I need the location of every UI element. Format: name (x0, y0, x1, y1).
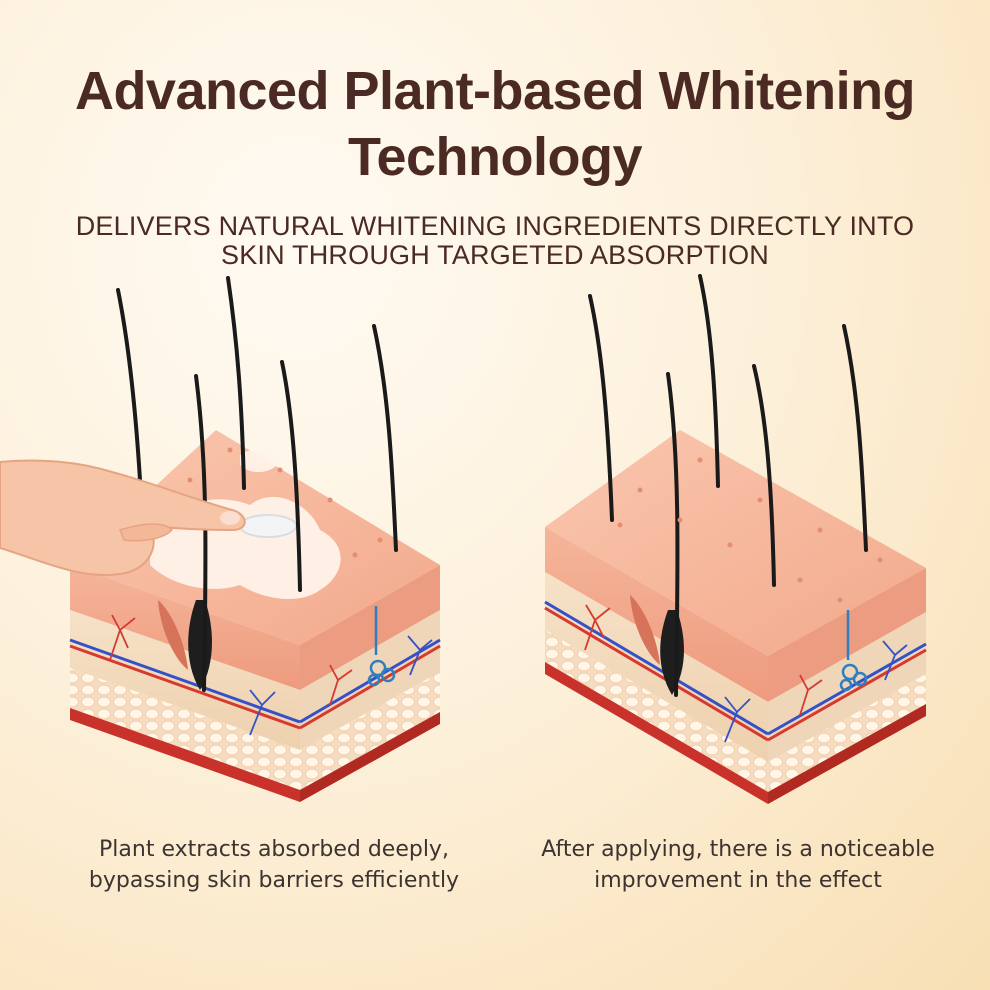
pores (187, 447, 383, 558)
artery-line-after (544, 606, 769, 742)
page-subtitle: DELIVERS NATURAL WHITENING INGREDIENTS D… (0, 212, 990, 270)
epidermis-left (70, 565, 300, 690)
pigment-patch-small (240, 449, 280, 473)
capillary-blue (249, 689, 276, 736)
subtitle-line-1: DELIVERS NATURAL WHITENING INGREDIENTS D… (75, 211, 915, 241)
skin-block-after (544, 274, 927, 804)
skin-top-surface-after (545, 430, 926, 656)
fat-layer-after (545, 630, 768, 792)
artery-line (69, 644, 301, 730)
artery-line-after-right (767, 648, 927, 742)
capillary-red (109, 614, 136, 661)
hair-strands-after (588, 274, 868, 697)
epidermis-right (300, 565, 440, 690)
caption-before: Plant extracts absorbed deeply, bypassin… (64, 834, 484, 896)
capillary-red-after-2 (799, 674, 823, 716)
fingernail (220, 511, 240, 525)
vein-line-after (544, 600, 769, 736)
caption-after: After applying, there is a noticeable im… (528, 834, 948, 896)
arrector-muscle (158, 600, 188, 670)
bottom-band-right (300, 712, 440, 802)
subtitle-line-2: SKIN THROUGH TARGETED ABSORPTION (221, 240, 769, 270)
sweat-gland-icon (367, 606, 396, 687)
caption-after-line-1: After applying, there is a noticeable (541, 837, 935, 862)
fat-layer-after-right (768, 674, 926, 792)
pores-after (617, 457, 883, 603)
fat-layer-right (300, 672, 440, 790)
skin-block-before (0, 276, 441, 802)
bottom-band-after-right (768, 704, 926, 804)
dermis-right-after (768, 612, 926, 762)
epidermis-left-after (545, 527, 768, 702)
fat-layer-left (70, 668, 300, 790)
cream-drop (239, 514, 297, 538)
bottom-band-after (545, 662, 768, 804)
bottom-band-left (70, 708, 300, 802)
page-title: Advanced Plant-based Whitening Technolog… (0, 58, 990, 190)
caption-before-line-2: bypassing skin barriers efficiently (88, 868, 460, 893)
caption-after-line-2: improvement in the effect (594, 868, 882, 893)
title-line-2: Technology (347, 127, 643, 187)
caption-before-line-1: Plant extracts absorbed deeply, (99, 837, 449, 862)
title-line-1: Advanced Plant-based Whitening (74, 61, 916, 121)
capillary-red-2 (329, 664, 353, 706)
capillary-blue-after (724, 696, 751, 743)
applying-hand (0, 459, 246, 576)
vein-line (69, 638, 301, 724)
arrector-muscle-after (630, 595, 660, 665)
capillary-blue-after-2 (882, 640, 908, 681)
sweat-gland-after-icon (839, 610, 868, 692)
capillary-red-after (584, 604, 611, 651)
capillary-blue-2 (407, 635, 433, 676)
